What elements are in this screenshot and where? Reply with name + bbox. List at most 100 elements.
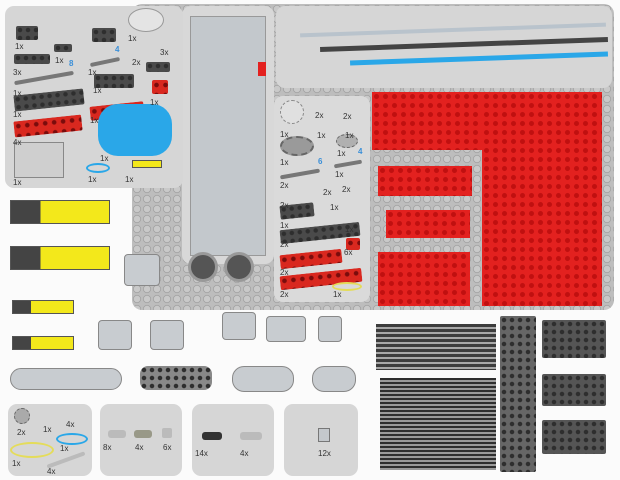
brick bbox=[542, 420, 606, 454]
pin bbox=[202, 432, 222, 440]
connector-block bbox=[222, 312, 256, 340]
parts-panel-bottom-3 bbox=[192, 404, 274, 476]
qty-label: 1x bbox=[12, 459, 21, 468]
qty-label: 1x bbox=[60, 444, 69, 453]
qty-label: 1x bbox=[333, 290, 342, 299]
qty-label: 14x bbox=[195, 449, 208, 458]
qty-label: 2x bbox=[280, 201, 289, 210]
rubber-band-yellow bbox=[10, 442, 54, 458]
qty-label: 1x bbox=[15, 42, 24, 51]
liftarm bbox=[140, 366, 212, 390]
qty-label: 1x bbox=[88, 175, 97, 184]
qty-label: 1x bbox=[345, 131, 354, 140]
pin bbox=[240, 432, 262, 440]
qty-label: 1x bbox=[150, 98, 159, 107]
pneumatic-cylinder bbox=[10, 200, 110, 224]
qty-label: 4x bbox=[47, 467, 56, 476]
plate bbox=[54, 44, 72, 52]
pneumatic-switch bbox=[98, 320, 132, 350]
wheel bbox=[224, 252, 254, 282]
qty-label: 1x bbox=[55, 56, 64, 65]
pneumatic-switch bbox=[150, 320, 184, 350]
pin bbox=[134, 430, 152, 438]
rubber-band-yellow bbox=[332, 282, 362, 291]
pneumatic-cylinder-small bbox=[12, 336, 74, 350]
red-marker bbox=[258, 62, 266, 76]
qty-label: 2x bbox=[280, 240, 289, 249]
pneumatic-pump bbox=[132, 160, 162, 168]
length-mark: 8 bbox=[69, 59, 74, 68]
length-mark: 6 bbox=[318, 157, 323, 166]
length-mark: 4 bbox=[358, 147, 363, 156]
connector bbox=[318, 428, 330, 442]
qty-label: 1x bbox=[128, 34, 137, 43]
red-plate-large bbox=[482, 92, 602, 306]
pneumatic-cylinder-small bbox=[12, 300, 74, 314]
liftarm bbox=[232, 366, 294, 392]
qty-label: 1x bbox=[330, 203, 339, 212]
plate bbox=[14, 54, 50, 64]
tiles-stack bbox=[376, 324, 496, 370]
length-mark: 4 bbox=[115, 45, 120, 54]
parts-panel-bottom-2 bbox=[100, 404, 182, 476]
qty-label: 1x bbox=[345, 225, 354, 234]
qty-label: 1x bbox=[337, 149, 346, 158]
gear-large bbox=[280, 136, 314, 156]
brick-stack bbox=[500, 316, 536, 472]
qty-label: 1x bbox=[13, 89, 22, 98]
qty-label: 2x bbox=[323, 188, 332, 197]
qty-label: 4x bbox=[135, 443, 144, 452]
qty-label: 1x bbox=[13, 178, 22, 187]
plate bbox=[146, 62, 170, 72]
qty-label: 8x bbox=[103, 443, 112, 452]
qty-label: 1x bbox=[280, 221, 289, 230]
pneumatic-switch bbox=[124, 254, 160, 286]
qty-label: 6x bbox=[344, 248, 353, 257]
sensor-brick bbox=[92, 28, 116, 42]
red-plate-small bbox=[386, 210, 470, 238]
qty-label: 3x bbox=[13, 68, 22, 77]
plate bbox=[94, 74, 134, 88]
qty-label: 2x bbox=[17, 428, 26, 437]
qty-label: 2x bbox=[280, 290, 289, 299]
qty-label: 1x bbox=[13, 110, 22, 119]
technic-brick bbox=[346, 238, 360, 250]
motor bbox=[14, 142, 64, 178]
qty-label: 1x bbox=[88, 68, 97, 77]
qty-label: 1x bbox=[90, 116, 99, 125]
connector-block bbox=[266, 316, 306, 342]
tiles-stack bbox=[380, 378, 496, 470]
qty-label: 1x bbox=[93, 86, 102, 95]
brick bbox=[542, 320, 606, 358]
qty-label: 2x bbox=[315, 111, 324, 120]
rubber-band-blue bbox=[56, 433, 88, 445]
qty-label: 2x bbox=[342, 185, 351, 194]
qty-label: 12x bbox=[318, 449, 331, 458]
qty-label: 1x bbox=[125, 175, 134, 184]
sensor-brick bbox=[16, 26, 38, 40]
qty-label: 4x bbox=[13, 138, 22, 147]
liftarm bbox=[10, 368, 122, 390]
gear bbox=[336, 134, 358, 148]
liftarm bbox=[312, 366, 356, 392]
qty-label: 1x bbox=[43, 425, 52, 434]
bush bbox=[162, 428, 172, 438]
pneumatic-tank bbox=[98, 104, 172, 156]
brick bbox=[542, 374, 606, 406]
qty-label: 2x bbox=[280, 268, 289, 277]
qty-label: 1x bbox=[335, 170, 344, 179]
long-plate bbox=[190, 16, 266, 256]
qty-label: 2x bbox=[280, 181, 289, 190]
wheel bbox=[188, 252, 218, 282]
qty-label: 2x bbox=[132, 58, 141, 67]
technic-brick bbox=[152, 80, 168, 94]
qty-label: 4x bbox=[240, 449, 249, 458]
pin bbox=[108, 430, 126, 438]
qty-label: 3x bbox=[160, 48, 169, 57]
pneumatic-cylinder bbox=[10, 246, 110, 270]
qty-label: 1x bbox=[280, 130, 289, 139]
qty-label: 2x bbox=[343, 112, 352, 121]
red-plate-medium bbox=[378, 252, 470, 306]
qty-label: 1x bbox=[280, 158, 289, 167]
rubber-band-blue bbox=[86, 163, 110, 173]
